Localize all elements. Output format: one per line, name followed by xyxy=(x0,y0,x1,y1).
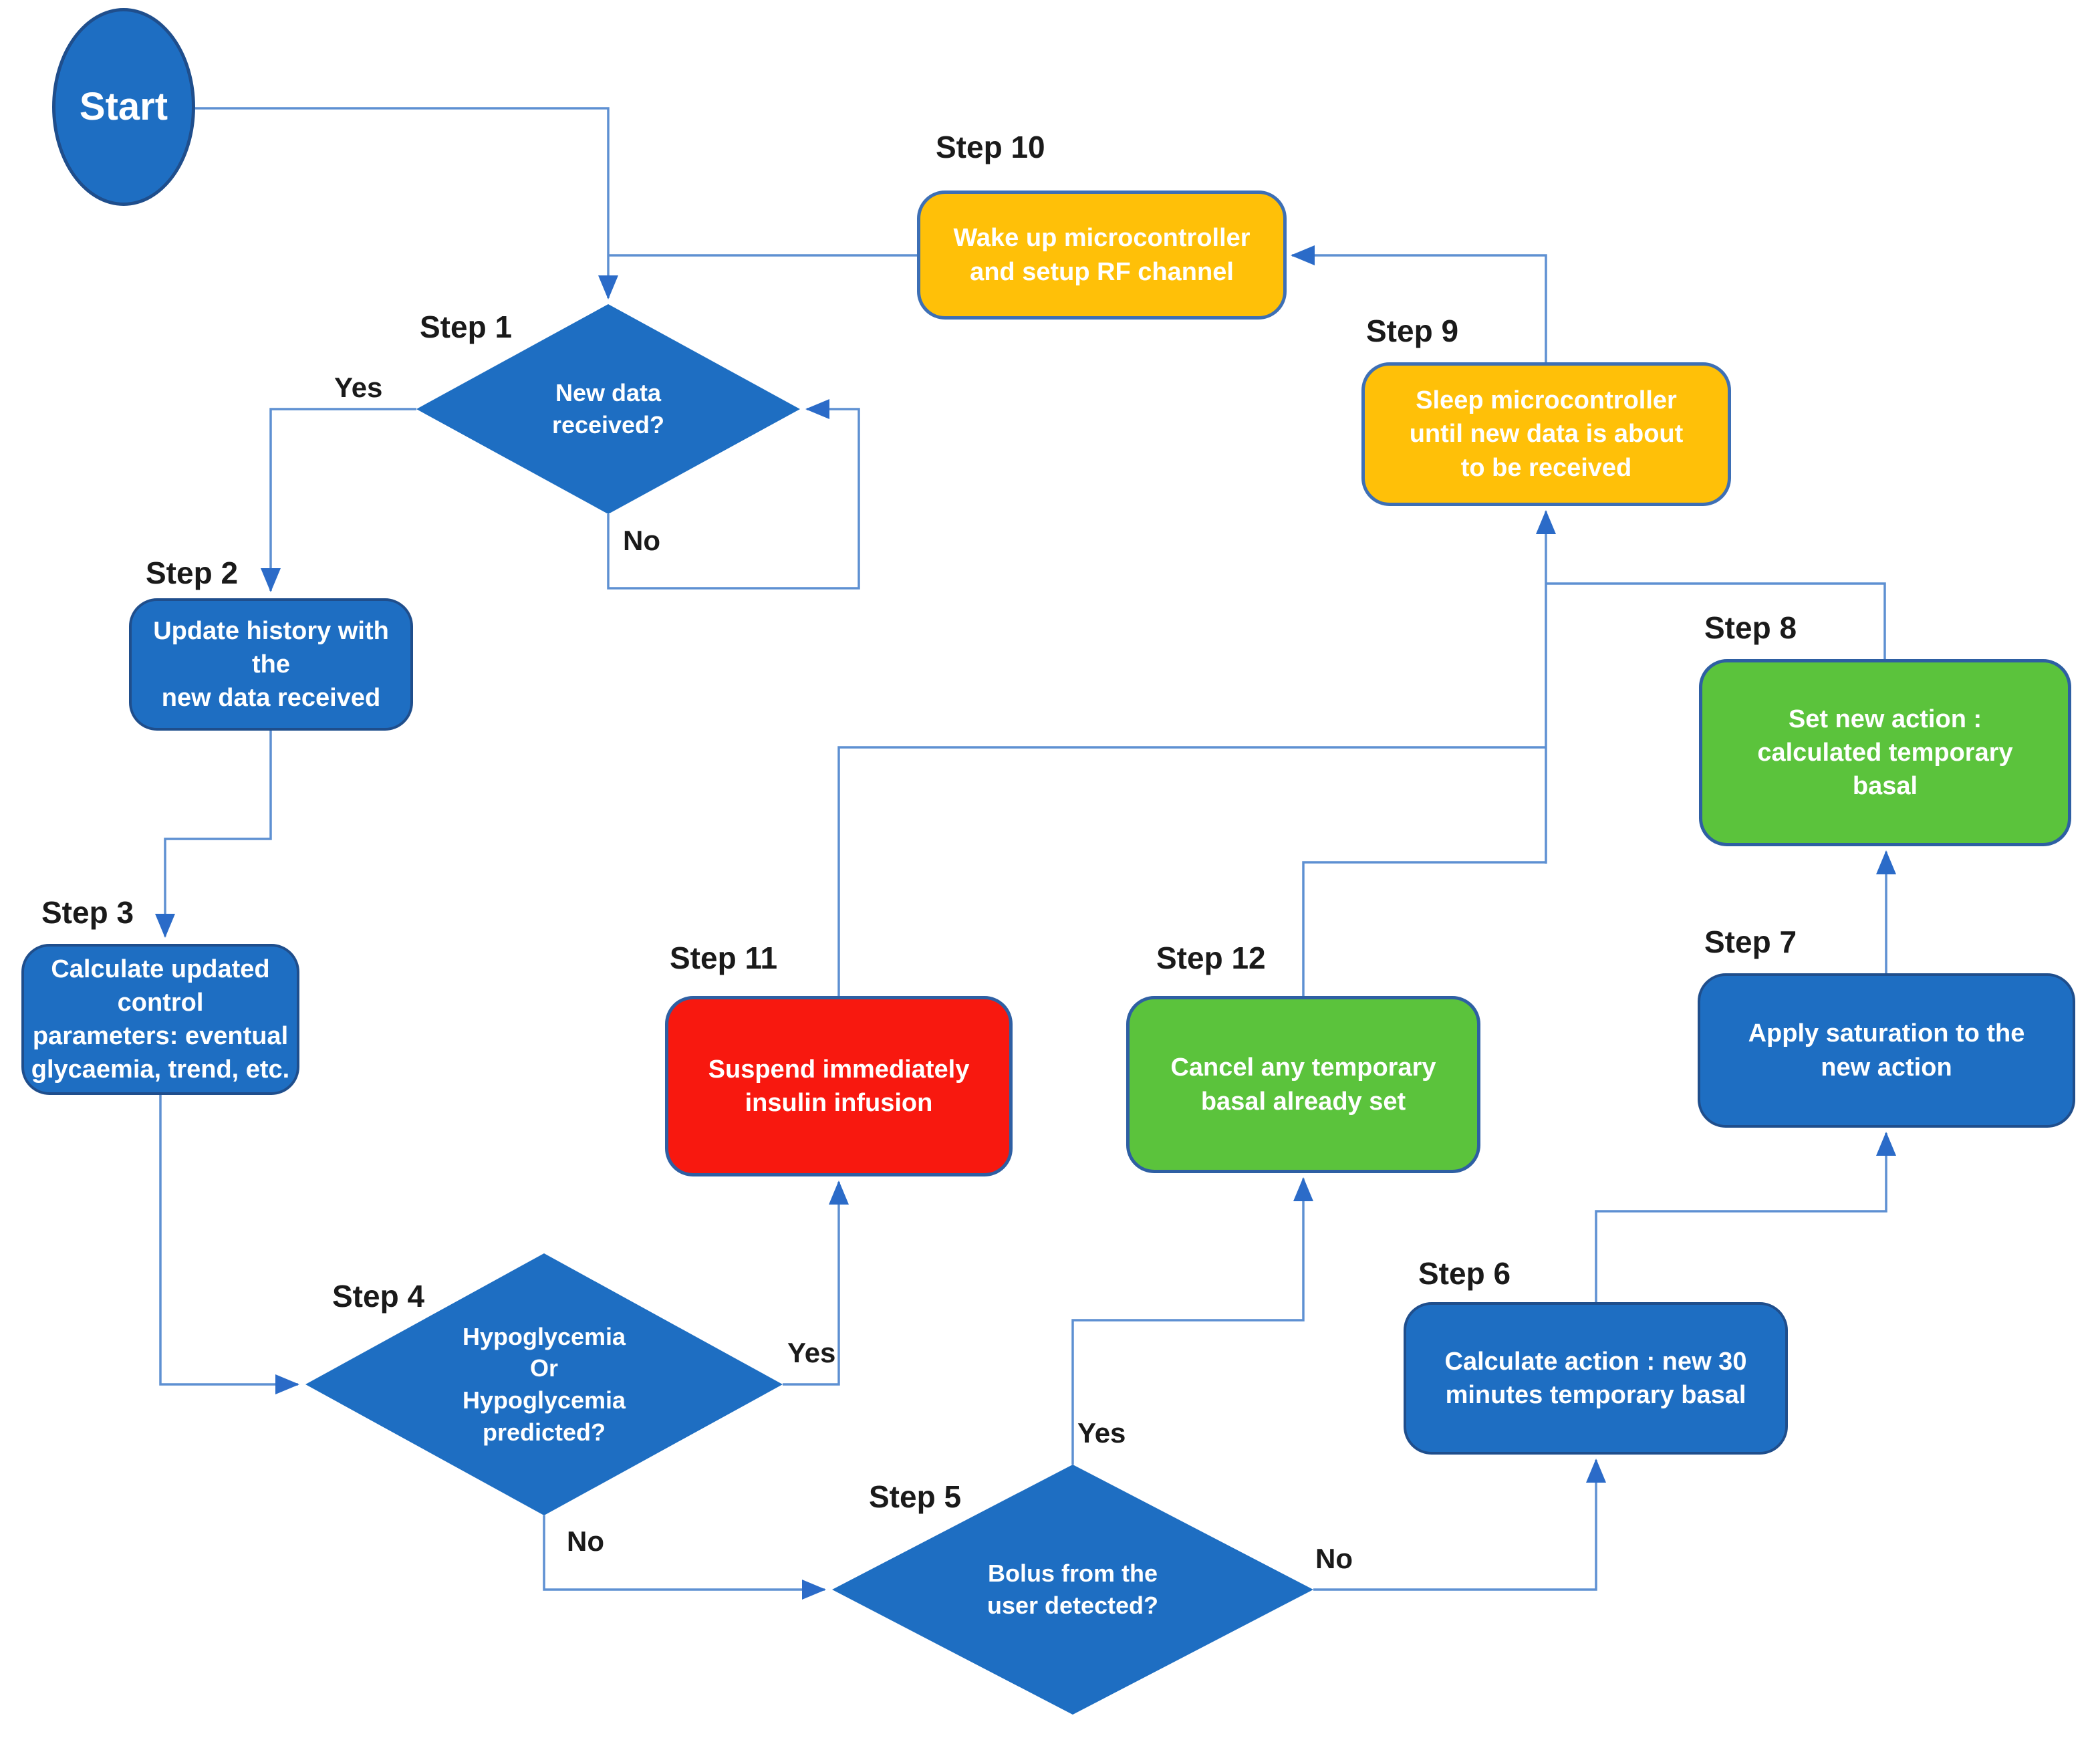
step-8-text: Set new action : calculated temporary ba… xyxy=(1757,705,2013,801)
step-1-label: Step 1 xyxy=(420,309,513,344)
step-4-label: Step 4 xyxy=(332,1279,425,1314)
step-1-no-label: No xyxy=(623,525,660,556)
connector-step5-yes-to-step12 xyxy=(1071,1177,1313,1465)
step-9-process: Sleep microcontroller until new data is … xyxy=(1361,362,1731,506)
step-7-label: Step 7 xyxy=(1704,924,1797,959)
step-11-process: Suspend immediately insulin infusion xyxy=(665,996,1013,1176)
connector-start-to-step1 xyxy=(195,107,618,299)
connector-step1-no-loop xyxy=(607,399,860,590)
step-8-process: Set new action : calculated temporary ba… xyxy=(1699,659,2071,846)
connector-step4-yes-to-step11 xyxy=(783,1180,849,1386)
step-11-label: Step 11 xyxy=(670,941,778,975)
step-10-text: Wake up microcontroller and setup RF cha… xyxy=(953,224,1251,286)
step-5-no-label: No xyxy=(1315,1543,1353,1574)
step-3-text: Calculate updated control parameters: ev… xyxy=(31,955,290,1084)
connector-step5-no-to-step6 xyxy=(1313,1459,1606,1591)
step-9-text: Sleep microcontroller until new data is … xyxy=(1409,386,1684,482)
step-7-text: Apply saturation to the new action xyxy=(1748,1019,2025,1082)
connector-step9-to-step10 xyxy=(1291,245,1547,362)
step-7-process: Apply saturation to the new action xyxy=(1698,973,2075,1128)
step-10-label: Step 10 xyxy=(936,130,1045,164)
connector-step1-yes-to-step2 xyxy=(261,408,416,592)
step-2-text: Update history with the new data receive… xyxy=(153,616,389,713)
connector-step12-to-merge xyxy=(1302,861,1546,996)
connector-step6-to-step7 xyxy=(1595,1132,1896,1302)
step-10-process: Wake up microcontroller and setup RF cha… xyxy=(917,191,1287,320)
step-6-text: Calculate action : new 30 minutes tempor… xyxy=(1444,1347,1747,1409)
connector-step8-to-merge xyxy=(1546,582,1886,659)
connector-step3-to-step4 xyxy=(159,1095,299,1394)
step-5-label: Step 5 xyxy=(869,1479,962,1514)
start-node-label: Start xyxy=(79,84,168,128)
step-5-text: Bolus from the user detected? xyxy=(987,1560,1159,1619)
step-4-no-label: No xyxy=(567,1525,604,1557)
step-6-process: Calculate action : new 30 minutes tempor… xyxy=(1404,1302,1788,1455)
connector-step4-no-to-step5 xyxy=(543,1515,826,1600)
connector-step11-to-merge xyxy=(837,746,1546,996)
step-5-yes-label: Yes xyxy=(1077,1417,1126,1449)
connector-step2-to-step3 xyxy=(155,731,272,938)
step-1-text: New data received? xyxy=(551,379,665,439)
step-2-process: Update history with the new data receive… xyxy=(129,598,413,731)
step-12-text: Cancel any temporary basal already set xyxy=(1170,1053,1436,1116)
step-6-label: Step 6 xyxy=(1418,1256,1511,1291)
step-2-label: Step 2 xyxy=(146,555,239,590)
step-4-yes-label: Yes xyxy=(787,1337,836,1368)
step-12-label: Step 12 xyxy=(1156,941,1266,975)
step-3-process: Calculate updated control parameters: ev… xyxy=(21,944,299,1095)
step-11-text: Suspend immediately insulin infusion xyxy=(708,1055,970,1117)
start-node: Start xyxy=(52,8,195,206)
step-12-process: Cancel any temporary basal already set xyxy=(1126,996,1480,1173)
step-8-label: Step 8 xyxy=(1704,610,1797,645)
step-3-label: Step 3 xyxy=(41,895,134,930)
step-4-text: Hypoglycemia Or Hypoglycemia predicted? xyxy=(462,1322,626,1446)
step-9-label: Step 9 xyxy=(1366,314,1459,348)
step-1-yes-label: Yes xyxy=(334,372,383,403)
